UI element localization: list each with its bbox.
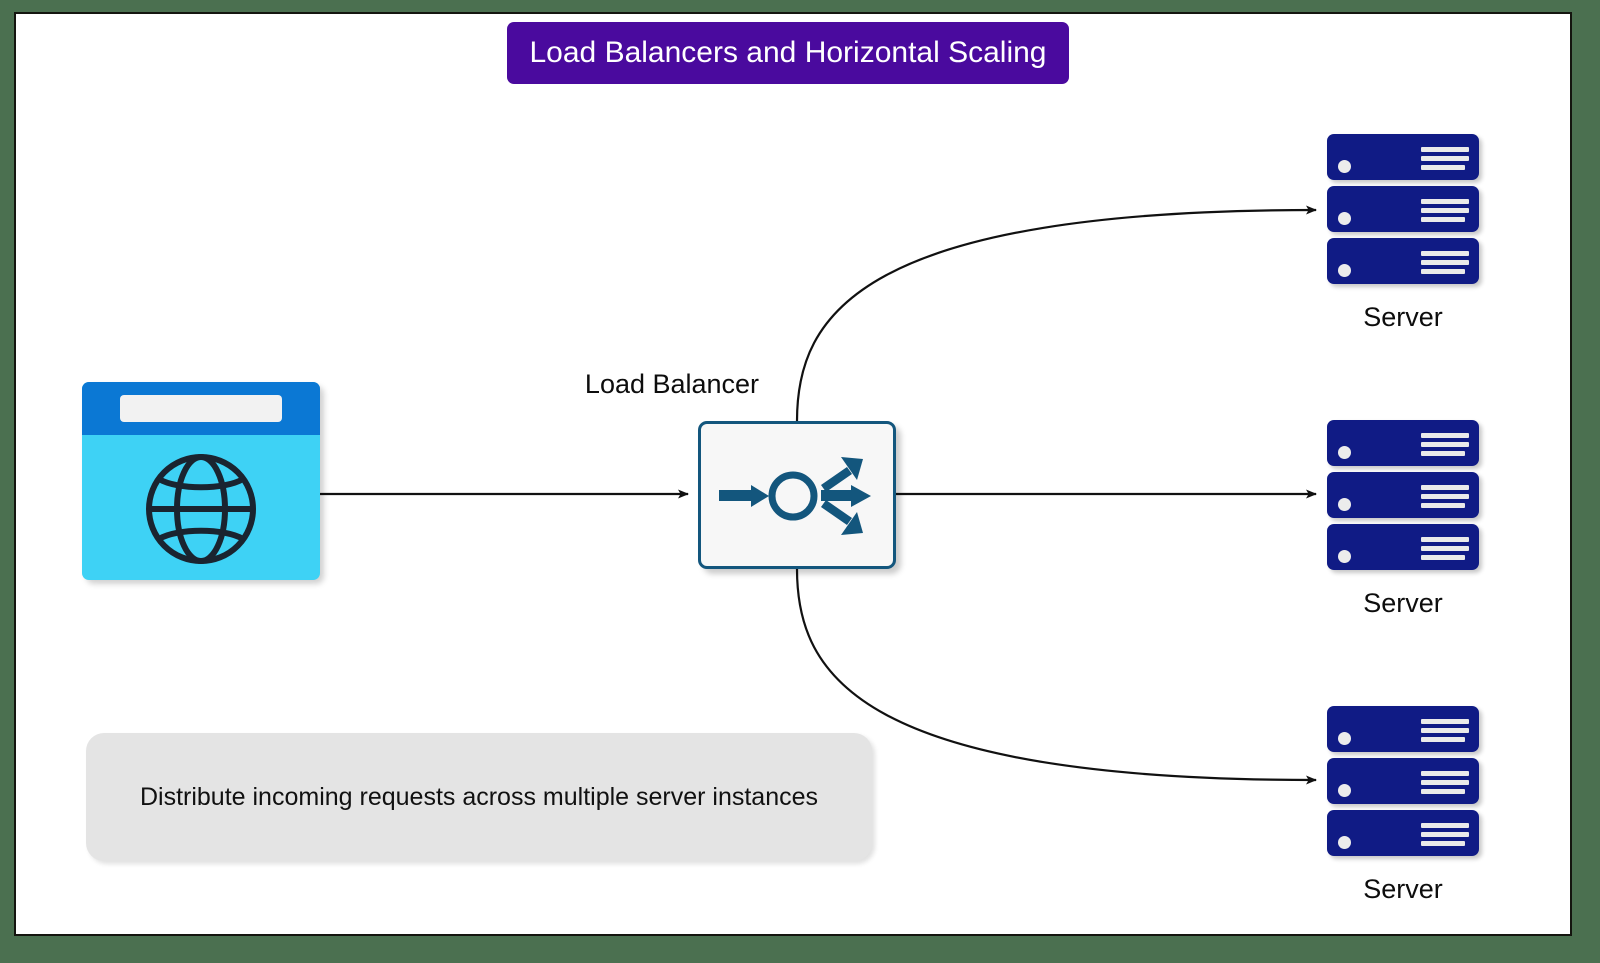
rack-unit <box>1327 810 1479 856</box>
rack-led-icon <box>1338 446 1351 459</box>
load-balancer-distribute-icon <box>719 457 871 535</box>
rack-unit <box>1327 524 1479 570</box>
rack-vents-icon <box>1421 199 1469 226</box>
rack-led-icon <box>1338 550 1351 563</box>
rack-vents-icon <box>1421 147 1469 174</box>
rack-led-icon <box>1338 836 1351 849</box>
server-label-3: Server <box>1363 874 1443 904</box>
rack-led-icon <box>1338 212 1351 225</box>
server-node-3[interactable]: Server <box>1327 706 1497 904</box>
browser-window-icon <box>82 382 320 580</box>
rack-unit <box>1327 706 1479 752</box>
globe-icon <box>146 454 256 564</box>
connector-lb-to-server-3 <box>795 568 1317 785</box>
server-node-2[interactable]: Server <box>1327 420 1497 618</box>
rack-unit <box>1327 472 1479 518</box>
diagram-canvas: Load Balancers and Horizontal Scaling <box>14 12 1572 936</box>
rack-unit <box>1327 758 1479 804</box>
rack-unit <box>1327 238 1479 284</box>
rack-unit <box>1327 186 1479 232</box>
rack-unit <box>1327 134 1479 180</box>
rack-unit <box>1327 420 1479 466</box>
connector-lb-to-server-1 <box>795 205 1317 422</box>
rack-led-icon <box>1338 732 1351 745</box>
rack-vents-icon <box>1421 823 1469 850</box>
rack-vents-icon <box>1421 719 1469 746</box>
server-rack-icon <box>1327 420 1497 578</box>
rack-led-icon <box>1338 498 1351 511</box>
rack-led-icon <box>1338 264 1351 277</box>
client-browser-node[interactable] <box>82 382 324 584</box>
description-note-text: Distribute incoming requests across mult… <box>139 783 819 811</box>
page-title: Load Balancers and Horizontal Scaling <box>529 36 1047 69</box>
title-banner: Load Balancers and Horizontal Scaling <box>507 22 1069 84</box>
server-rack-icon <box>1327 134 1497 292</box>
rack-vents-icon <box>1421 251 1469 278</box>
rack-led-icon <box>1338 160 1351 173</box>
browser-url-bar <box>120 395 282 422</box>
server-rack-icon <box>1327 706 1497 864</box>
load-balancer-label: Load Balancer <box>584 369 760 399</box>
browser-titlebar <box>82 382 320 435</box>
load-balancer-node[interactable] <box>698 421 901 574</box>
rack-led-icon <box>1338 784 1351 797</box>
rack-vents-icon <box>1421 433 1469 460</box>
rack-vents-icon <box>1421 537 1469 564</box>
server-node-1[interactable]: Server <box>1327 134 1497 332</box>
server-label-1: Server <box>1363 302 1443 332</box>
rack-vents-icon <box>1421 771 1469 798</box>
server-label-2: Server <box>1363 588 1443 618</box>
rack-vents-icon <box>1421 485 1469 512</box>
description-note-box: Distribute incoming requests across mult… <box>86 733 872 861</box>
